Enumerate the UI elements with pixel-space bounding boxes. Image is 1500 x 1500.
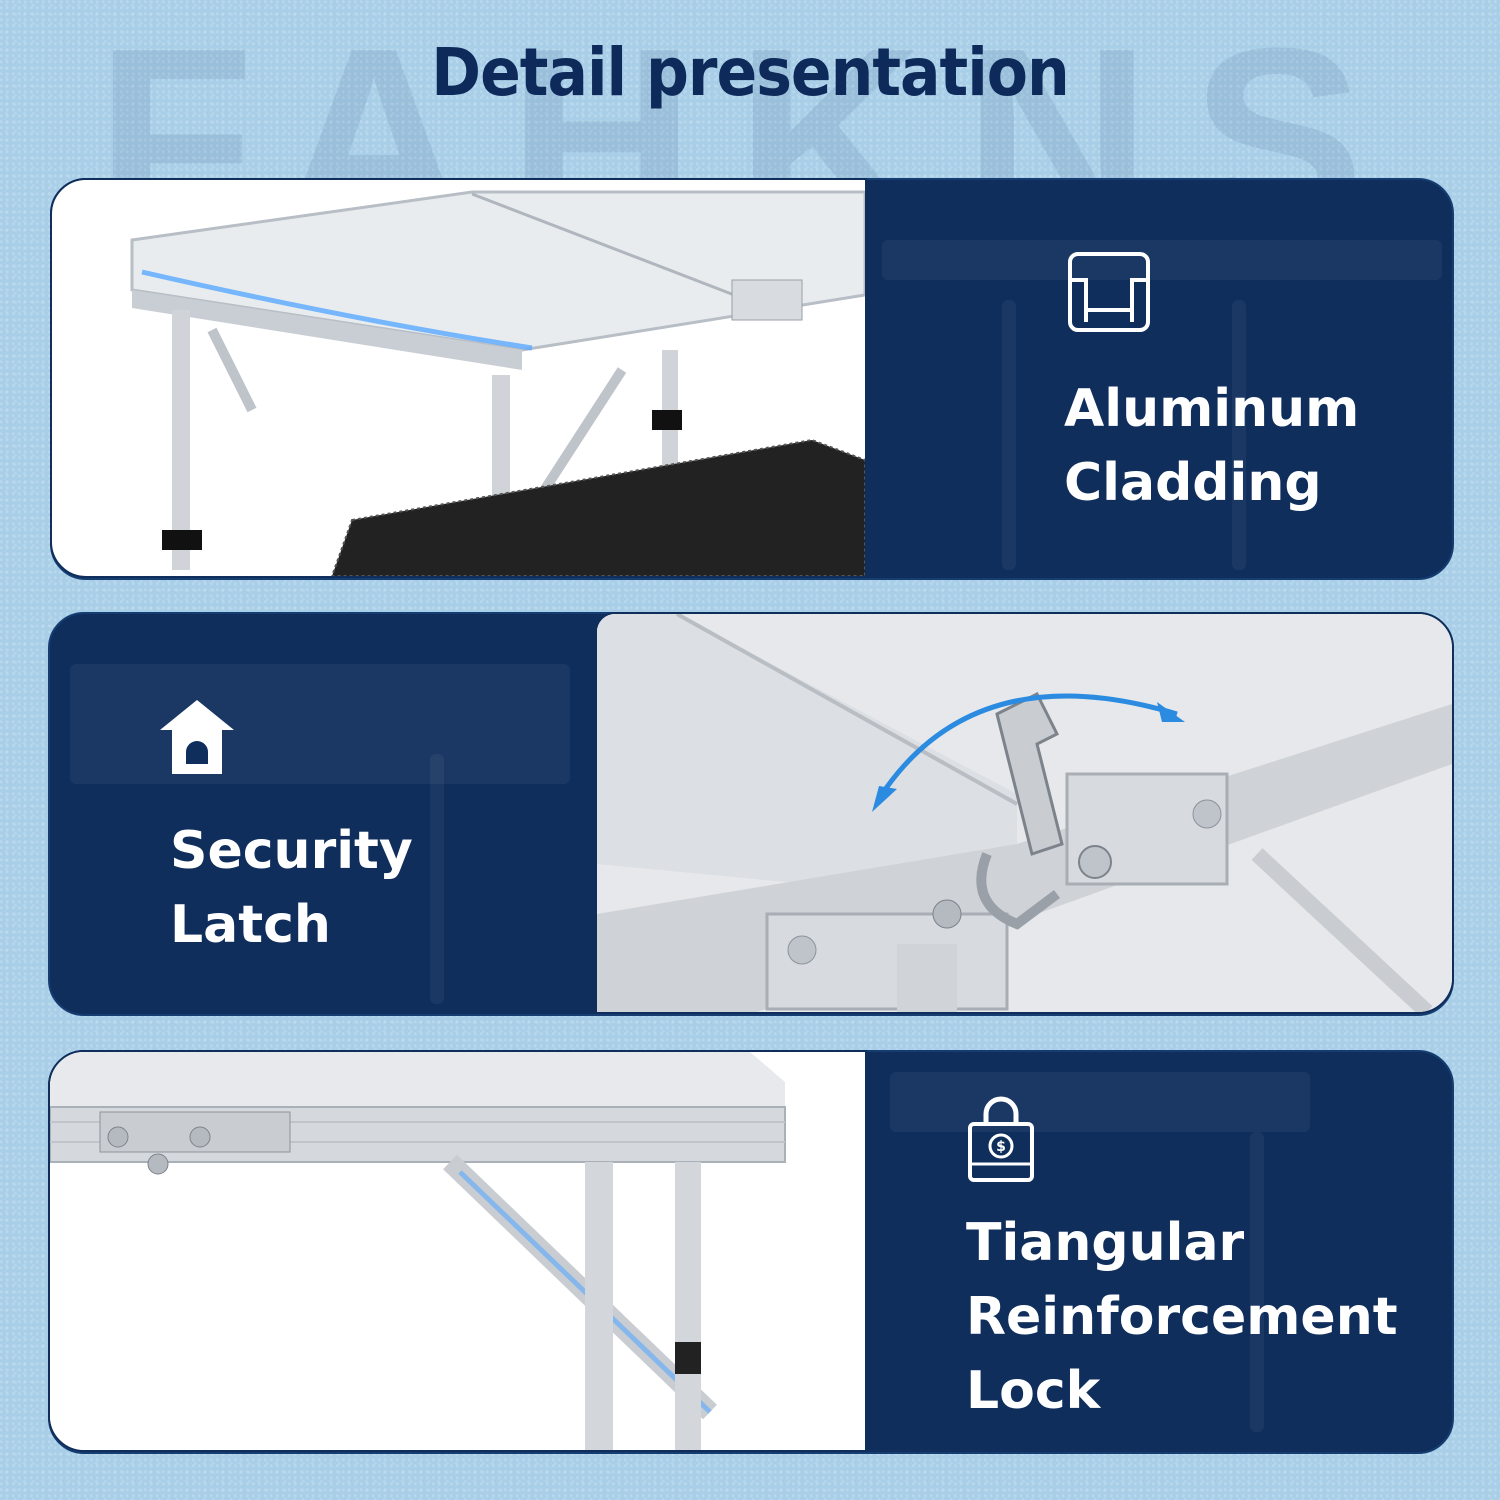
house-icon xyxy=(156,696,238,780)
svg-text:$: $ xyxy=(996,1139,1006,1155)
reinforcement-lock-photo xyxy=(48,1050,867,1452)
security-latch-photo xyxy=(595,612,1454,1014)
feature-line: Aluminum xyxy=(1064,379,1360,439)
feature-aluminum-cladding: Aluminum Cladding xyxy=(1064,372,1359,520)
feature-line: Latch xyxy=(170,895,331,955)
page-title: Detail presentation xyxy=(431,34,1069,112)
feature-security-latch: Security Latch xyxy=(170,814,413,962)
feature-triangular-reinforcement-lock: Tiangular Reinforcement Lock xyxy=(966,1206,1398,1428)
feature-line: Reinforcement xyxy=(966,1287,1398,1347)
feature-line: Cladding xyxy=(1064,453,1322,513)
money-lock-icon: $ xyxy=(966,1094,1036,1188)
feature-line: Tiangular xyxy=(966,1213,1245,1273)
feature-line: Lock xyxy=(966,1361,1101,1421)
feature-line: Security xyxy=(170,821,413,881)
armchair-icon xyxy=(1064,246,1154,336)
aluminum-cladding-photo xyxy=(50,178,867,578)
